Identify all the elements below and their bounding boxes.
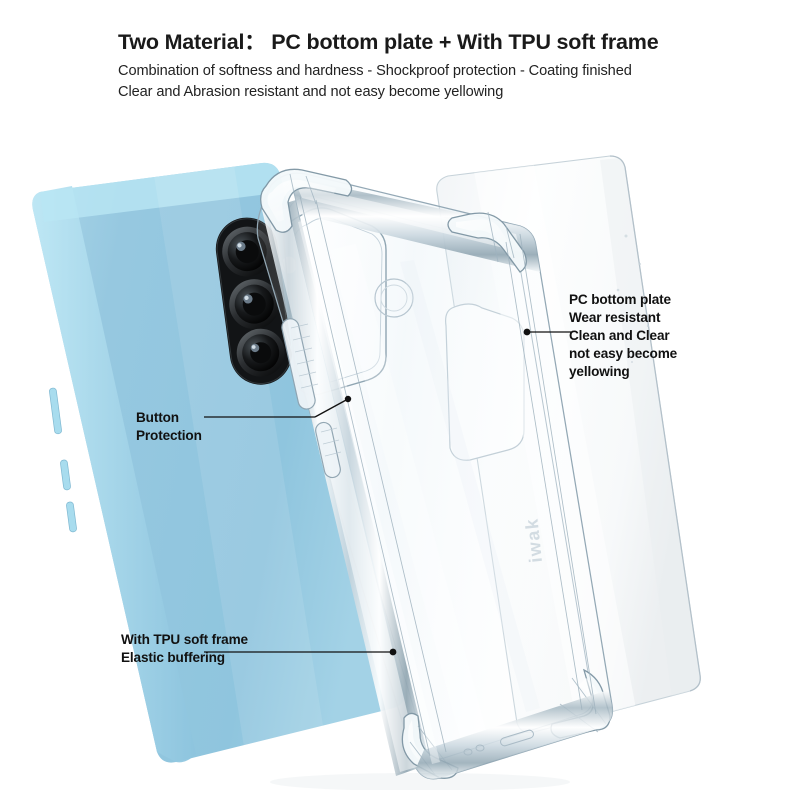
callout-tpu-soft-frame: With TPU soft frame Elastic buffering xyxy=(121,631,248,667)
pc-plate-right-rim xyxy=(609,155,701,692)
callout-pc-line-5: yellowing xyxy=(569,363,630,379)
ground-shadow xyxy=(270,773,570,790)
pc-plate-speckles xyxy=(616,234,650,363)
camera-lens-3 xyxy=(236,328,285,377)
callout-button-line-1: Button xyxy=(136,410,179,425)
tpu-bottom-rail xyxy=(416,690,613,779)
exploded-view-artwork: iwak xyxy=(32,155,701,790)
callout-tpu-line-1: With TPU soft frame xyxy=(121,632,248,647)
callout-pc-line-1: PC bottom plate xyxy=(569,292,671,307)
callout-pc-line-2: Wear resistant xyxy=(569,309,661,325)
tpu-clear-case xyxy=(256,168,614,780)
callout-pc-bottom-plate: PC bottom plate Wear resistant Clean and… xyxy=(569,291,677,381)
product-illustration: iwak xyxy=(0,130,800,790)
tpu-button-covers xyxy=(281,318,342,479)
subtitle-line-1: Combination of softness and hardness - S… xyxy=(118,62,632,79)
callout-pc-line-4: not easy become xyxy=(569,345,678,361)
tpu-left-rail xyxy=(262,200,430,776)
corner-bumper-top-right xyxy=(447,211,527,273)
phone-top-edge xyxy=(40,162,284,222)
corner-bumper-top-left xyxy=(260,168,353,233)
tpu-port-cutouts xyxy=(463,729,534,756)
header-block: Two Material： PC bottom plate + With TPU… xyxy=(118,30,718,103)
phone-side-buttons xyxy=(49,387,77,533)
callout-button-line-2: Protection xyxy=(136,427,202,443)
camera-lens-2 xyxy=(229,279,280,330)
tpu-glass-contours xyxy=(299,195,597,757)
page-title: Two Material： PC bottom plate + With TPU… xyxy=(118,30,659,54)
callout-pc-line-3: Clean and Clear xyxy=(569,327,670,343)
subtitle-line-2: Clear and Abrasion resistant and not eas… xyxy=(118,83,504,100)
callout-tpu-line-2: Elastic buffering xyxy=(121,649,225,665)
phone-left-edge xyxy=(32,186,196,763)
callout-button-protection: Button Protection xyxy=(136,409,202,445)
